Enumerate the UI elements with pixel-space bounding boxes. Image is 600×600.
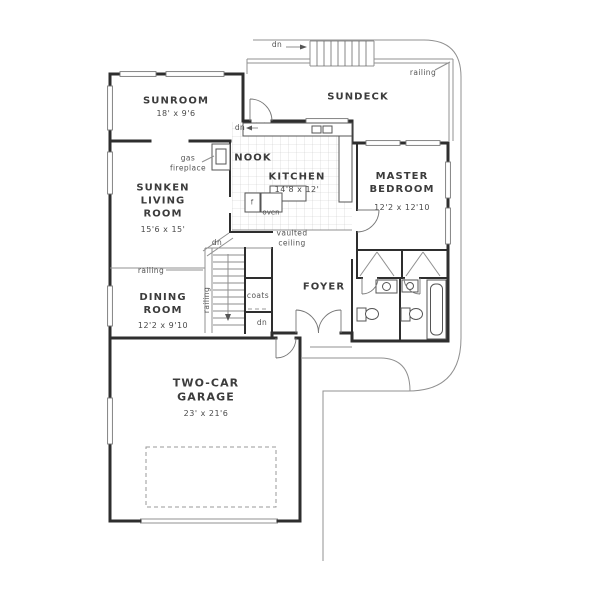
label-master-dims: 12'2 x 12'10 <box>374 202 430 212</box>
label-dining-name: DINING ROOM <box>139 292 187 316</box>
oven-cabinet <box>260 192 283 213</box>
garage-details <box>140 446 278 524</box>
label-kitchen-name: KITCHEN <box>268 171 326 183</box>
label-fridge: f <box>250 198 254 207</box>
kitchen-fixtures <box>242 122 353 213</box>
label-railing-living: railing <box>137 266 165 276</box>
label-garage-name: TWO-CAR GARAGE <box>172 376 240 404</box>
fridge <box>244 192 261 213</box>
label-dn-living: dn <box>211 238 223 248</box>
sundeck-deck <box>246 40 454 141</box>
label-dining-dims: 12'2 x 9'10 <box>137 320 189 330</box>
label-dn-nook: dn <box>234 123 246 133</box>
label-living-name: SUNKEN LIVING ROOM <box>136 182 190 220</box>
windows <box>107 71 451 445</box>
label-foyer-name: FOYER <box>302 281 346 293</box>
label-sundeck-name: SUNDECK <box>327 91 389 103</box>
doors <box>249 98 421 359</box>
gas-fireplace <box>201 143 231 171</box>
label-kitchen-dims: 14'8 x 12' <box>274 184 320 194</box>
label-dn-deck: dn <box>271 40 283 50</box>
label-oven: oven <box>262 208 280 217</box>
label-sunroom-name: SUNROOM <box>142 95 210 107</box>
label-gas-fireplace: gas fireplace <box>169 153 207 172</box>
label-coats: coats <box>246 291 270 301</box>
label-railing-stairs: railing <box>202 286 212 314</box>
label-living-dims: 15'6 x 15' <box>140 224 186 234</box>
label-garage-dims: 23' x 21'6 <box>183 408 229 418</box>
label-railing-deck: railing <box>409 68 437 78</box>
bathroom-fixtures <box>356 279 447 340</box>
label-nook-name: NOOK <box>234 152 272 164</box>
label-master-name: MASTER BEDROOM <box>369 171 435 195</box>
label-dn-stairs: dn <box>256 318 268 328</box>
closet-bifold-doors <box>359 251 441 277</box>
walkway-outline <box>253 39 462 561</box>
step-and-railing-lines <box>110 125 258 271</box>
label-sunroom-dims: 18' x 9'6 <box>156 108 196 118</box>
label-vaulted-ceiling: vaulted ceiling <box>276 228 308 247</box>
stairs <box>202 232 273 334</box>
